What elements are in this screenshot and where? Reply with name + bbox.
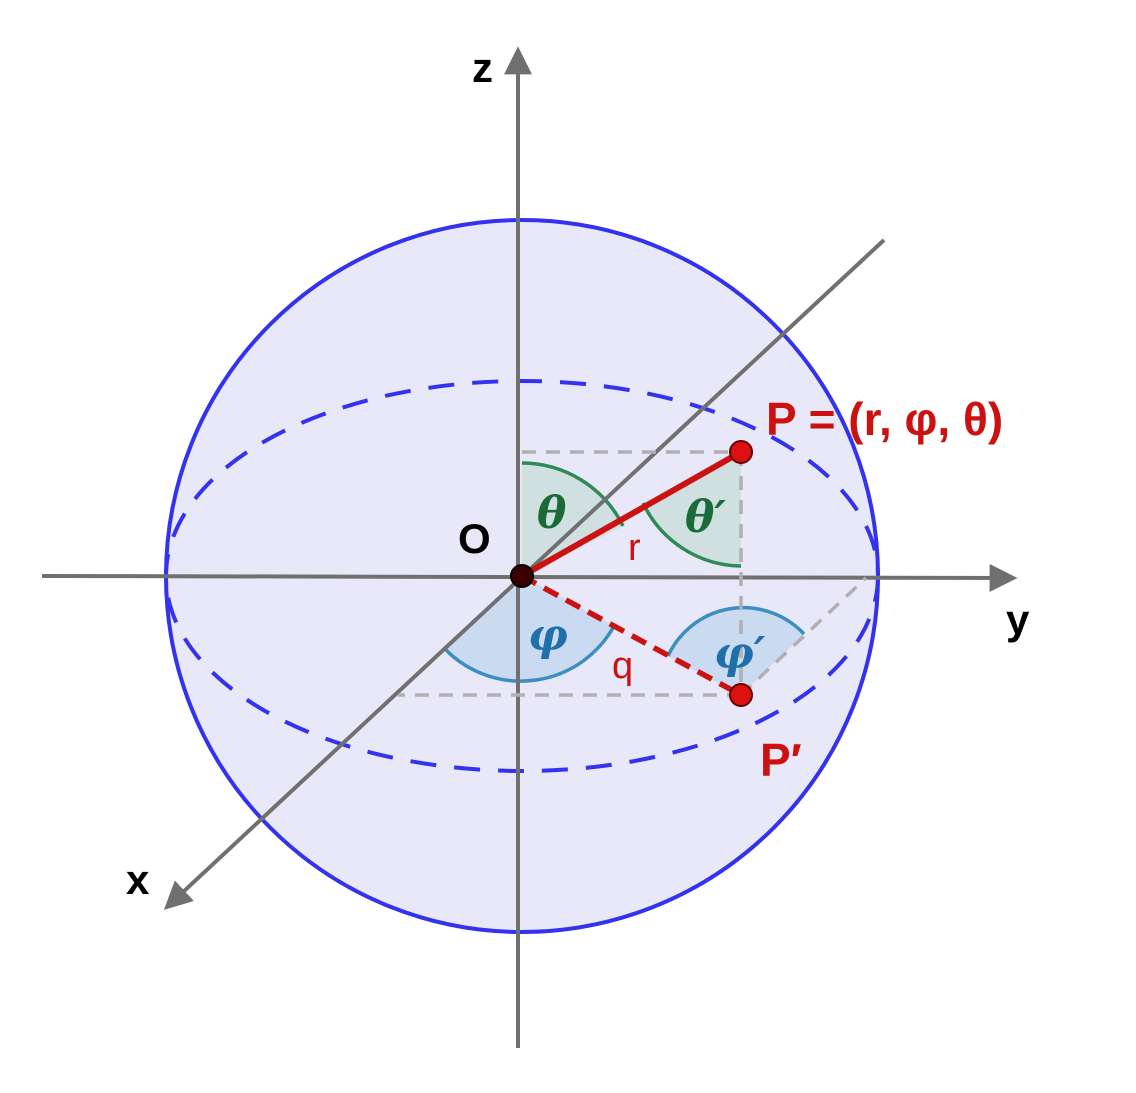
angle-theta-prime-sector xyxy=(643,452,741,566)
angle-phi-sector xyxy=(446,576,614,682)
point-p-prime-label: P′ xyxy=(760,734,802,786)
angle-phi-prime-arc xyxy=(666,605,806,657)
angle-theta-sector xyxy=(522,463,623,576)
point-p-label: P = (r, φ, θ) xyxy=(766,393,1003,445)
angle-phi-prime-label: φ′ xyxy=(714,628,766,679)
origin-label: O xyxy=(458,515,491,562)
axis-y-label: y xyxy=(1006,596,1030,643)
angle-theta-prime-arc xyxy=(641,502,742,568)
angle-phi-label: φ xyxy=(528,610,568,661)
point-p-prime xyxy=(729,683,753,707)
segment-q xyxy=(520,573,743,698)
angle-theta-prime-label: θ′ xyxy=(685,492,726,543)
point-p xyxy=(729,440,753,464)
axis-x-label: x xyxy=(126,856,150,903)
angle-phi-arc xyxy=(444,625,616,683)
segment-r xyxy=(520,449,743,579)
angle-theta-arc xyxy=(521,461,625,527)
axis-z-label: z xyxy=(472,44,493,91)
guide-pprime-to-y xyxy=(739,576,868,697)
angle-theta-label: θ xyxy=(537,488,567,539)
origin-point xyxy=(510,564,534,588)
segment-q-label: q xyxy=(612,645,633,687)
segment-r-label: r xyxy=(628,527,641,569)
